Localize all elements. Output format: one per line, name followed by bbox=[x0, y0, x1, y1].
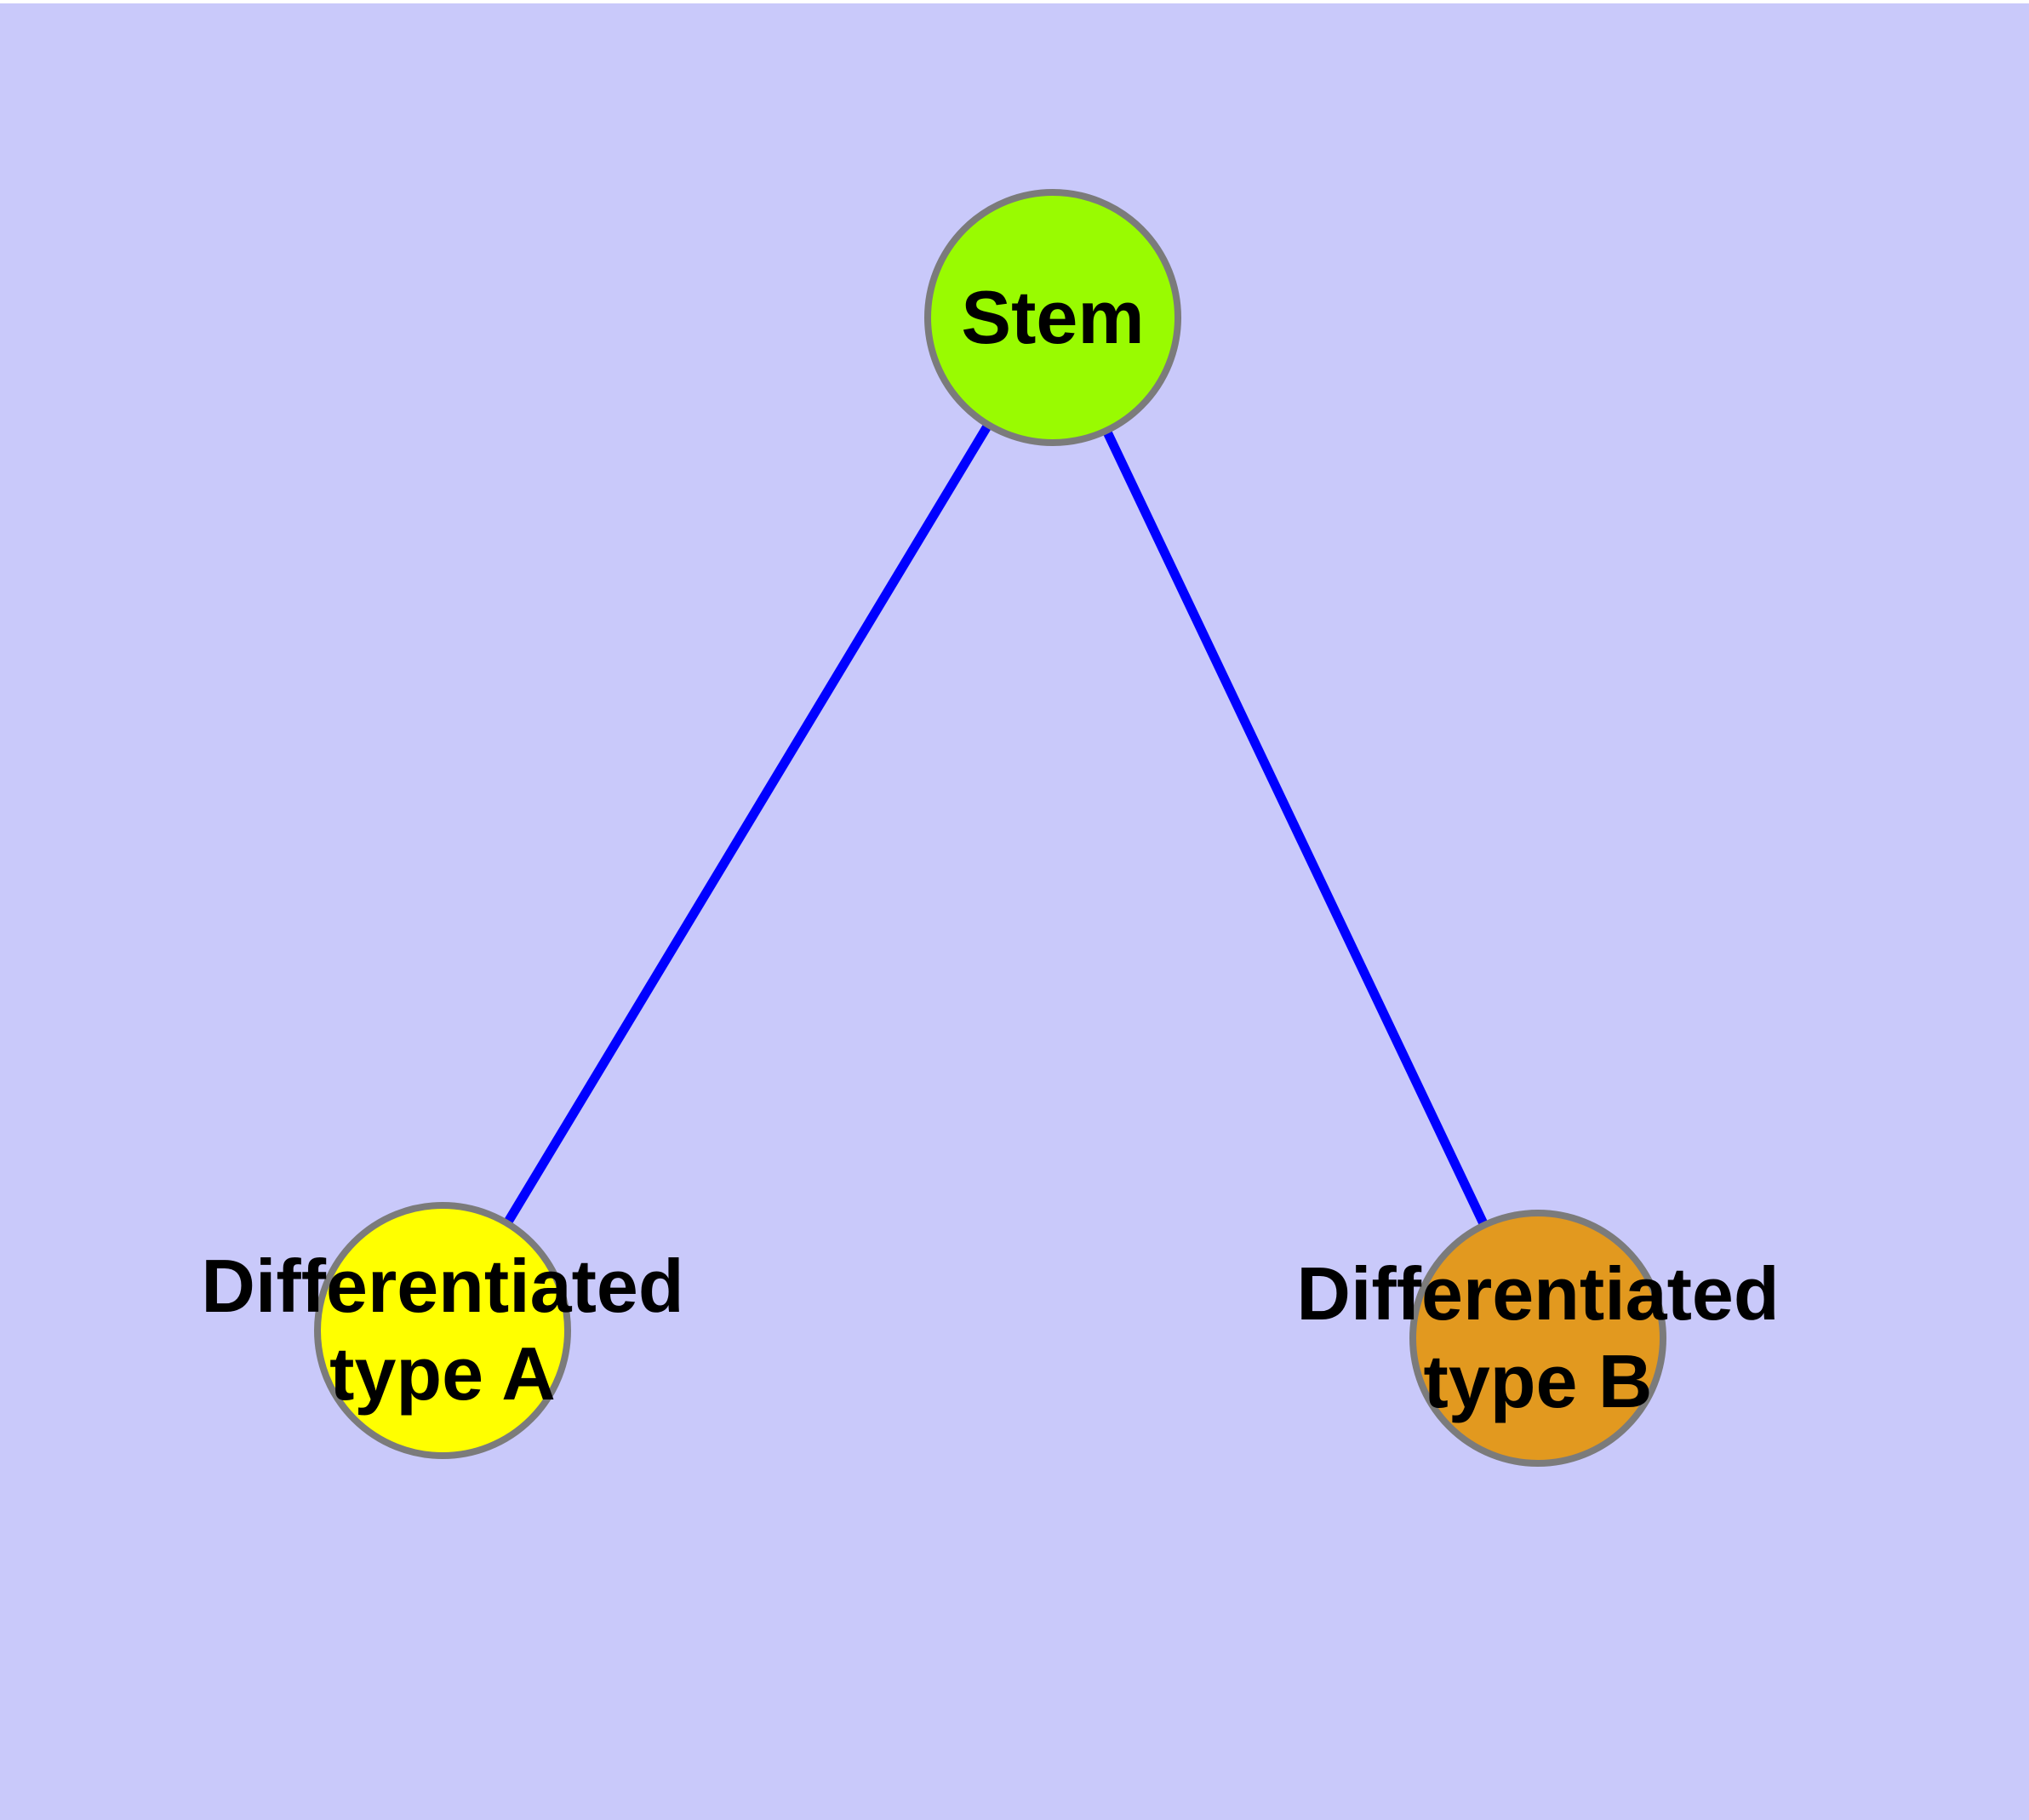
node-differentiated-type-a: Differentiated type A bbox=[201, 1202, 684, 1459]
edges-layer bbox=[438, 315, 1542, 1341]
diagram-canvas: Stem Differentiated type A Differentiate… bbox=[0, 3, 2029, 1820]
node-differentiated-type-b-label: Differentiated type B bbox=[1296, 1251, 1780, 1423]
edge-stem-to-typeB bbox=[1049, 315, 1542, 1341]
node-differentiated-type-b: Differentiated type B bbox=[1296, 1210, 1780, 1467]
edge-stem-to-typeA bbox=[438, 315, 1057, 1333]
node-stem: Stem bbox=[924, 189, 1181, 446]
node-differentiated-type-a-label: Differentiated type A bbox=[201, 1244, 684, 1416]
node-stem-label: Stem bbox=[961, 274, 1145, 359]
